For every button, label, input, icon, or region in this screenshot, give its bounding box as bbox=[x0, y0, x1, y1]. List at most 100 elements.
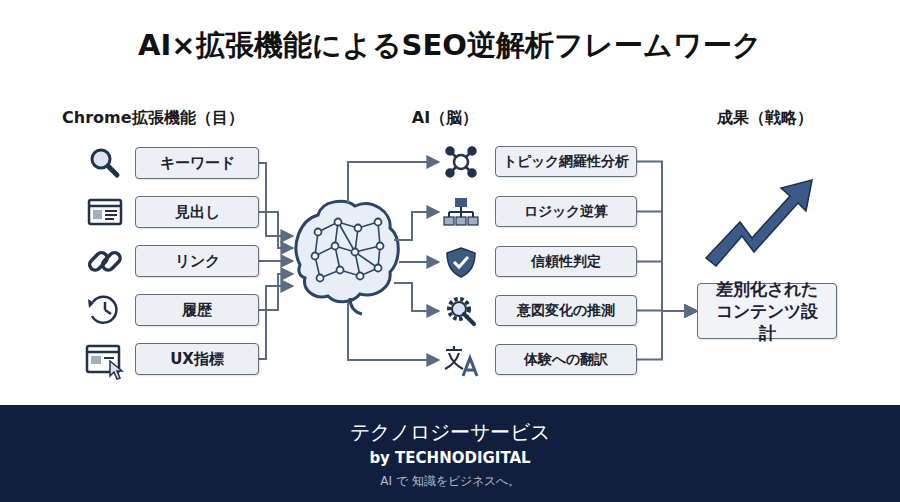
gear-search-icon bbox=[449, 299, 474, 324]
input-wire bbox=[259, 212, 293, 248]
browser-icon bbox=[89, 205, 121, 208]
growth-arrow bbox=[706, 180, 812, 266]
shield-icon bbox=[447, 248, 475, 277]
output-wire bbox=[348, 302, 439, 360]
input-box: キーワード bbox=[135, 147, 259, 179]
network-icon bbox=[447, 170, 454, 177]
network-icon bbox=[454, 155, 468, 169]
history-icon bbox=[88, 297, 116, 323]
node-text: キーワード bbox=[160, 154, 235, 173]
footer-band: テクノロジーサービスby TECHNODIGITALAI で 知識をビジネスへ。 bbox=[0, 405, 900, 502]
browser-icon bbox=[105, 214, 117, 216]
node-text: ロジック逆算 bbox=[524, 203, 608, 221]
flow-connector bbox=[637, 262, 697, 312]
output-wire bbox=[348, 162, 439, 360]
output-wire bbox=[394, 283, 439, 311]
ux-icon bbox=[87, 351, 119, 354]
brain-illustration bbox=[320, 268, 378, 278]
node-text: リンク bbox=[175, 252, 220, 271]
input-wire bbox=[259, 274, 293, 310]
browser-icon bbox=[105, 210, 117, 212]
link-icon bbox=[87, 250, 122, 272]
analysis-box: ロジック逆算 bbox=[495, 196, 637, 227]
brain-illustration bbox=[312, 253, 319, 260]
browser-icon bbox=[89, 200, 121, 224]
translate-icon bbox=[445, 346, 463, 369]
input-box: 履歴 bbox=[135, 294, 259, 326]
input-wire bbox=[259, 260, 293, 262]
column-heading: AI（脳） bbox=[345, 108, 545, 129]
analysis-box: 信頼性判定 bbox=[495, 246, 637, 277]
node-text: 信頼性判定 bbox=[531, 253, 601, 271]
input-box: UX指標 bbox=[135, 343, 259, 375]
brain-illustration bbox=[315, 222, 380, 278]
shield-icon bbox=[447, 248, 475, 277]
node-text: 見出し bbox=[175, 203, 220, 222]
hierarchy-icon bbox=[449, 207, 473, 217]
column-heading: 成果（戦略） bbox=[680, 108, 850, 129]
translate-icon bbox=[445, 346, 477, 376]
browser-icon bbox=[89, 200, 121, 224]
node-text: 体験への翻訳 bbox=[524, 351, 608, 369]
brain-illustration bbox=[375, 265, 382, 272]
history-icon bbox=[92, 297, 116, 323]
ux-icon bbox=[91, 356, 101, 364]
node-text: テクノロジーサービス bbox=[350, 419, 550, 446]
column-heading: Chrome拡張機能（目） bbox=[62, 108, 292, 129]
ux-icon bbox=[110, 361, 122, 379]
hierarchy-icon bbox=[444, 217, 454, 225]
brain-illustration bbox=[355, 225, 362, 232]
node-text: トピック網羅性分析 bbox=[503, 153, 629, 171]
network-icon bbox=[447, 148, 476, 177]
brain-illustration bbox=[375, 219, 382, 226]
diagram-title: AI×拡張機能によるSEO逆解析フレームワーク bbox=[0, 26, 900, 66]
node-text: AI で 知識をビジネスへ。 bbox=[380, 473, 519, 490]
ux-icon bbox=[87, 346, 122, 379]
analysis-box: トピック網羅性分析 bbox=[495, 146, 637, 177]
hierarchy-icon bbox=[444, 198, 478, 225]
input-box: 見出し bbox=[135, 196, 259, 228]
ux-icon bbox=[104, 357, 114, 359]
brain-illustration bbox=[357, 273, 364, 280]
analysis-box: 体験への翻訳 bbox=[495, 344, 637, 375]
brain-illustration bbox=[296, 201, 398, 301]
flow-connector bbox=[637, 310, 697, 313]
gear-search-icon bbox=[464, 314, 474, 324]
flow-connector bbox=[637, 311, 697, 360]
input-box: リンク bbox=[135, 245, 259, 277]
brain-illustration bbox=[377, 243, 384, 250]
brain-illustration bbox=[296, 201, 398, 314]
browser-icon bbox=[93, 210, 102, 219]
brain-illustration bbox=[317, 275, 324, 282]
growth-arrow bbox=[706, 180, 812, 266]
browser-icon bbox=[105, 218, 114, 220]
brain-illustration bbox=[335, 219, 342, 226]
history-icon bbox=[104, 302, 107, 310]
node-text: 意図変化の推測 bbox=[517, 302, 615, 320]
network-icon bbox=[447, 148, 454, 155]
history-icon bbox=[105, 310, 111, 314]
brain-illustration bbox=[315, 229, 322, 236]
node-text: 差別化されたコンテンツ設計 bbox=[713, 278, 821, 344]
flow-connector bbox=[637, 212, 697, 312]
brain-illustration bbox=[312, 219, 384, 282]
brain-illustration bbox=[338, 222, 378, 268]
search-icon bbox=[92, 150, 117, 175]
network-icon bbox=[469, 148, 476, 155]
input-wire bbox=[259, 286, 293, 359]
brain-illustration bbox=[332, 243, 339, 250]
history-icon bbox=[88, 299, 94, 308]
shield-icon bbox=[454, 257, 468, 267]
input-wire bbox=[259, 163, 293, 359]
brain-illustration bbox=[352, 249, 359, 256]
network-icon bbox=[469, 170, 476, 177]
brain-illustration bbox=[315, 246, 380, 256]
node-text: UX指標 bbox=[170, 350, 224, 369]
analysis-box: 意図変化の推測 bbox=[495, 295, 637, 326]
flow-connector bbox=[637, 162, 697, 312]
output-wire bbox=[399, 261, 439, 263]
hierarchy-icon bbox=[456, 217, 466, 225]
brain-illustration bbox=[337, 267, 344, 274]
